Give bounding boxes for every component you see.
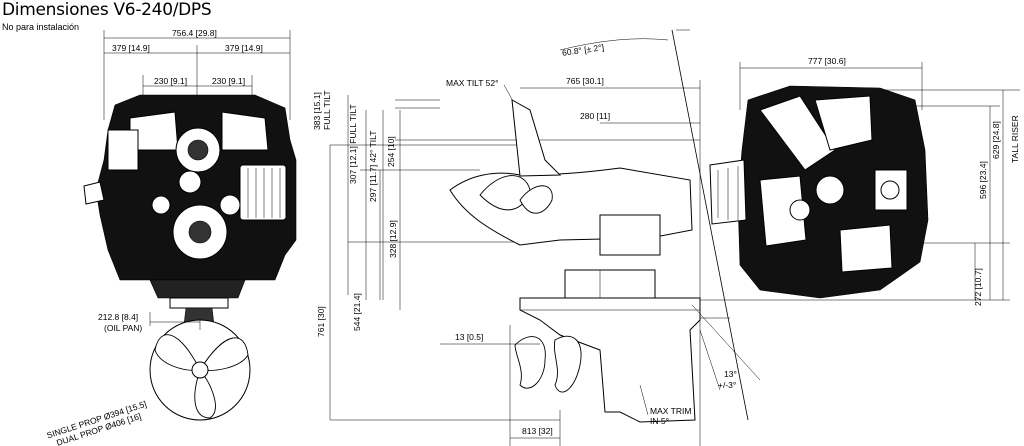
dim-328: 328 [12.9] — [388, 220, 398, 258]
dim-height-596: 596 [23.4] — [978, 161, 988, 199]
engine-side-drawing — [709, 85, 929, 299]
propeller-front-drawing — [149, 318, 251, 421]
dim-761: 761 [30] — [316, 306, 326, 337]
label-oil-pan: (OIL PAN) — [104, 323, 142, 333]
front-view: 756.4 [29.8] 379 [14.9] 379 [14.9] 230 [… — [45, 28, 297, 446]
dim-full-tilt-307: 307 [12.1] FULL TILT — [348, 104, 358, 184]
dim-544: 544 [21.4] — [352, 293, 362, 331]
page-title: Dimensiones V6-240/DPS — [2, 0, 212, 20]
dim-height-272: 272 [10.7] — [973, 268, 983, 306]
dim-half-left: 379 [14.9] — [112, 43, 150, 53]
label-max-tilt: MAX TILT 52° — [446, 78, 499, 88]
dim-inner-left: 230 [9.1] — [154, 76, 187, 86]
dim-overall-width: 756.4 [29.8] — [172, 28, 217, 38]
dim-engine-width: 777 [30.6] — [808, 56, 846, 66]
dim-tilt-42: 297 [11.7] 42° TILT — [368, 131, 378, 202]
dim-254: 254 [10] — [386, 136, 396, 167]
dim-oil-pan: 212.8 [8.4] — [98, 312, 138, 322]
engine-front-drawing — [83, 94, 297, 326]
dim-trim-pm: +/-3° — [718, 380, 736, 390]
dim-height-629: 629 [24.8] — [991, 121, 1001, 159]
dim-full-tilt-383: 383 [15.1] — [312, 92, 322, 130]
dim-tilt-angle: 60.8° [± 2°] — [561, 42, 604, 58]
dim-813: 813 [32] — [522, 426, 553, 436]
dim-half-right: 379 [14.9] — [225, 43, 263, 53]
engine-side-view: 777 [30.6] 596 [23.4] 629 [24.8] TALL RI… — [700, 56, 1020, 306]
drive-vertical-drawing — [514, 269, 701, 423]
dim-280: 280 [11] — [580, 111, 610, 121]
drive-tilted-drawing — [449, 99, 693, 256]
dim-trim-13: 13° — [724, 369, 737, 379]
label-full-tilt: FULL TILT — [322, 90, 332, 130]
page-subtitle: No para instalación — [2, 22, 80, 32]
dim-765: 765 [30.1] — [566, 76, 604, 86]
dim-13: 13 [0.5] — [455, 332, 483, 342]
side-view: 383 [15.1] FULL TILT 307 [12.1] FULL TIL… — [312, 29, 761, 446]
label-max-trim-angle: IN 5° — [650, 416, 669, 426]
label-tall-riser: TALL RISER — [1010, 115, 1020, 163]
label-max-trim: MAX TRIM — [650, 406, 691, 416]
dim-inner-right: 230 [9.1] — [212, 76, 245, 86]
